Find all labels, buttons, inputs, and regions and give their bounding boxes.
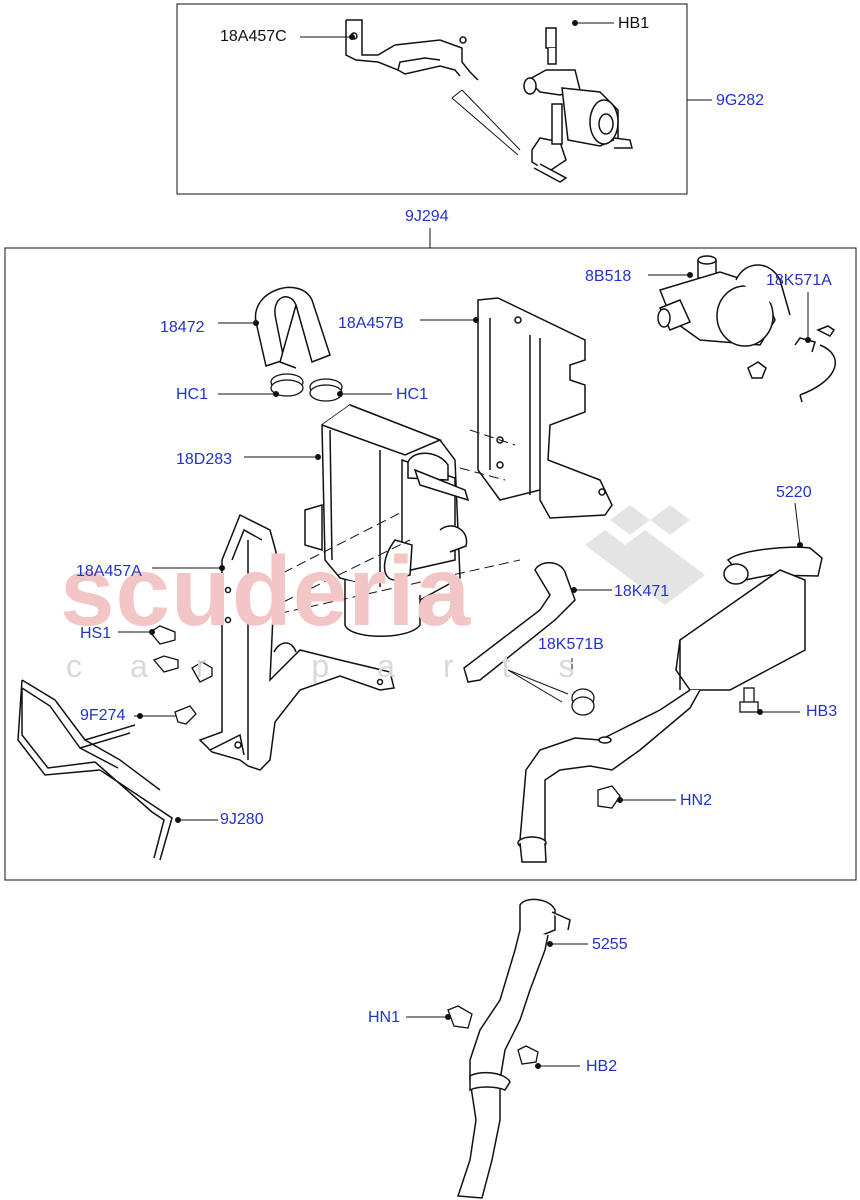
clip-9F274-drawing xyxy=(174,705,197,725)
callout-5220[interactable]: 5220 xyxy=(776,484,812,501)
callout-18A457A[interactable]: 18A457A xyxy=(76,563,142,580)
callout-HS1[interactable]: HS1 xyxy=(80,625,112,642)
callout-18472[interactable]: 18472 xyxy=(160,319,205,336)
callout-leaders xyxy=(118,20,811,1069)
callout-HC1-left[interactable]: HC1 xyxy=(176,386,209,403)
fasteners-HB3-HN2-drawing xyxy=(597,687,759,809)
pump-8B518-drawing xyxy=(657,255,791,347)
leader-arrow-18K571B xyxy=(507,669,569,703)
callout-9J294[interactable]: 9J294 xyxy=(405,208,449,225)
callout-18A457C[interactable]: 18A457C xyxy=(220,28,287,45)
bracket-18A457C-drawing xyxy=(345,19,479,81)
callout-18D283[interactable]: 18D283 xyxy=(176,451,233,468)
callout-18K471[interactable]: 18K471 xyxy=(614,583,670,600)
watermark-sub: car parts xyxy=(66,648,623,684)
callout-18A457B[interactable]: 18A457B xyxy=(338,315,404,332)
callout-8B518[interactable]: 8B518 xyxy=(585,268,632,285)
bracket-18A457B-drawing xyxy=(477,297,613,519)
callout-9G282[interactable]: 9G282 xyxy=(716,92,765,109)
clamp-18K571A-drawing xyxy=(747,325,837,403)
bracket-18A457A-drawing xyxy=(198,513,395,771)
callout-9J280[interactable]: 9J280 xyxy=(220,811,264,828)
fasteners-HN1-HB2-drawing xyxy=(447,1005,539,1065)
pump-9G282-drawing xyxy=(523,27,633,183)
callout-HB2[interactable]: HB2 xyxy=(586,1058,618,1075)
watermark-brand: scuderia xyxy=(60,536,472,646)
callout-HB1[interactable]: HB1 xyxy=(618,15,650,32)
clamp-18K571B-drawing xyxy=(571,688,595,716)
top-inset-box xyxy=(176,3,688,195)
callout-HN2[interactable]: HN2 xyxy=(680,792,713,809)
hose-18472-drawing xyxy=(254,286,331,369)
callout-5255[interactable]: 5255 xyxy=(592,936,628,953)
callout-18K571A[interactable]: 18K571A xyxy=(766,272,832,289)
hose-18K471-drawing xyxy=(463,562,576,683)
callout-HC1-right[interactable]: HC1 xyxy=(396,386,429,403)
hose-5255-drawing xyxy=(456,898,571,1199)
watermark-flag xyxy=(585,505,705,605)
bolts-HS1-drawing xyxy=(149,625,213,683)
pipe-9J280-drawing xyxy=(17,679,173,861)
leader-arrow-9G282 xyxy=(451,89,521,156)
clamps-HC1-drawing xyxy=(270,373,343,402)
muffler-5220-drawing xyxy=(517,546,823,863)
heater-18D283-drawing xyxy=(304,404,470,637)
callout-HB3[interactable]: HB3 xyxy=(806,703,838,720)
callout-HN1[interactable]: HN1 xyxy=(368,1009,401,1026)
callout-9F274[interactable]: 9F274 xyxy=(80,707,126,724)
callout-18K571B[interactable]: 18K571B xyxy=(538,636,604,653)
